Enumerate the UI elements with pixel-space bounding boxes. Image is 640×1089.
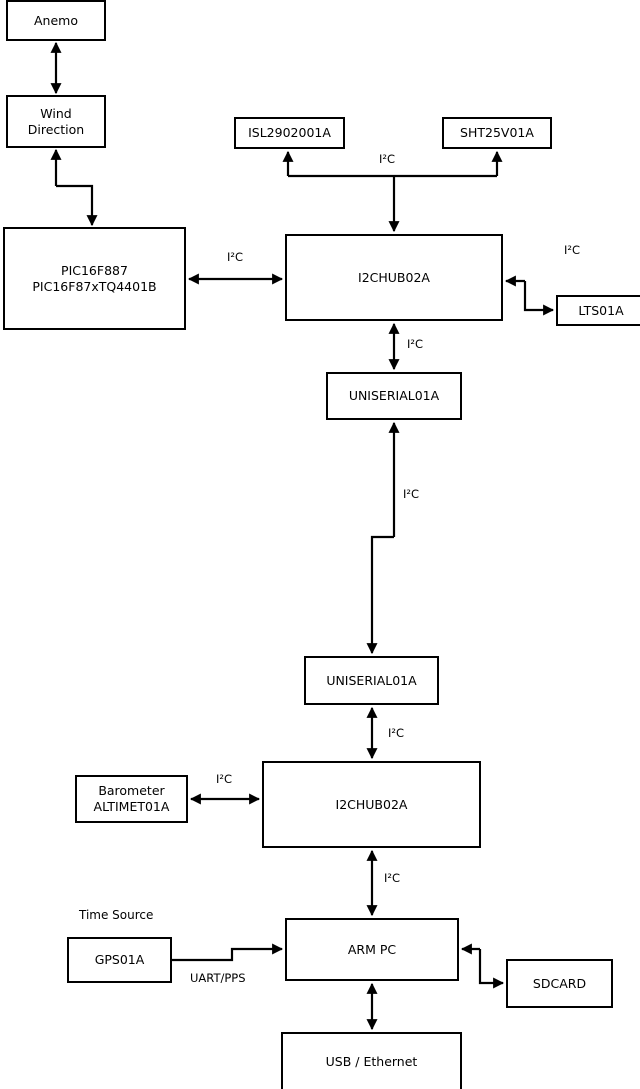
wire-gps-armpc: [172, 943, 284, 962]
label-time-source: Time Source: [79, 908, 154, 922]
node-i2chub02a-bottom[interactable]: I2CHUB02A: [262, 761, 481, 848]
node-sdcard-label: SDCARD: [532, 975, 587, 991]
node-sht25v01a-label: SHT25V01A: [460, 125, 534, 141]
node-arm-pc[interactable]: ARM PC: [285, 918, 459, 981]
node-usb-ethernet-label: USB / Ethernet: [325, 1054, 418, 1070]
node-gps01a-label: GPS01A: [94, 952, 145, 968]
edge-label-i2c-pic-hub: I²C: [227, 250, 244, 264]
node-uniserial01a-lower-label: UNISERIAL01A: [326, 672, 417, 688]
node-wind-direction-label: Wind Direction: [27, 105, 85, 137]
edge-label-i2c-hub-sensors: I²C: [379, 152, 396, 166]
node-isl2902001a-label: ISL2902001A: [248, 125, 331, 141]
edge-label-i2c-uniserial-hub2: I²C: [388, 726, 405, 740]
node-lts01a-label: LTS01A: [578, 302, 624, 318]
node-wind-direction[interactable]: Wind Direction: [6, 95, 106, 148]
node-barometer-altimet01a-label: Barometer ALTIMET01A: [93, 783, 170, 814]
node-i2chub02a-bottom-label: I2CHUB02A: [335, 796, 408, 812]
node-usb-ethernet[interactable]: USB / Ethernet: [281, 1032, 462, 1089]
edge-label-i2c-hub-uniserial: I²C: [407, 337, 424, 351]
node-anemo[interactable]: Anemo: [6, 0, 106, 41]
node-uniserial01a-upper-label: UNISERIAL01A: [348, 388, 440, 404]
wire-hub-to-lts: [523, 281, 555, 316]
wire-armpc-to-sdcard: [478, 949, 505, 989]
node-barometer-altimet01a[interactable]: Barometer ALTIMET01A: [75, 775, 188, 823]
node-isl2902001a[interactable]: ISL2902001A: [234, 117, 345, 149]
node-pic-mcu[interactable]: PIC16F887 PIC16F87xTQ4401B: [3, 227, 186, 330]
node-sdcard[interactable]: SDCARD: [506, 959, 613, 1008]
node-pic-mcu-label: PIC16F887 PIC16F87xTQ4401B: [32, 262, 157, 294]
node-anemo-label: Anemo: [34, 12, 78, 28]
wire-wind-pic-elbow: [56, 184, 98, 227]
wire-uniserial-link-down: [366, 535, 394, 655]
node-uniserial01a-upper[interactable]: UNISERIAL01A: [326, 372, 462, 420]
edge-label-i2c-uniserial-link: I²C: [403, 487, 420, 501]
node-arm-pc-label: ARM PC: [347, 941, 397, 957]
node-uniserial01a-lower[interactable]: UNISERIAL01A: [304, 656, 439, 705]
edge-label-i2c-hub2-armpc: I²C: [384, 871, 401, 885]
node-i2chub02a-top-label: I2CHUB02A: [358, 269, 430, 285]
node-gps01a[interactable]: GPS01A: [67, 937, 172, 983]
node-i2chub02a-top[interactable]: I2CHUB02A: [285, 234, 503, 321]
node-sht25v01a[interactable]: SHT25V01A: [442, 117, 552, 149]
edge-label-uart-pps: UART/PPS: [190, 971, 246, 985]
edge-label-i2c-hub-lts: I²C: [564, 243, 581, 257]
node-lts01a[interactable]: LTS01A: [556, 295, 640, 326]
edge-label-i2c-barometer-hub2: I²C: [216, 772, 233, 786]
